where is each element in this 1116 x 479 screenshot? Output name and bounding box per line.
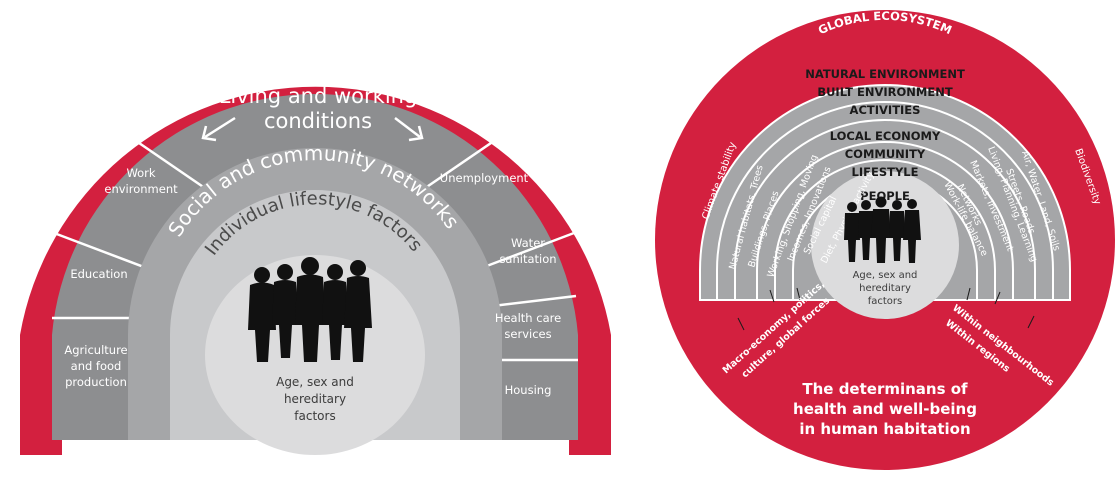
svg-text:The determinans of: The determinans of: [802, 380, 968, 398]
svg-text:factors: factors: [868, 296, 903, 307]
ring-label-natural: NATURAL ENVIRONMENT: [805, 67, 965, 81]
segment-work-environment-2: environment: [104, 182, 178, 196]
segment-health: Health care: [495, 311, 561, 325]
ring-label-people: PEOPLE: [860, 189, 910, 203]
right-center-text: Age, sex and hereditary factors: [853, 270, 918, 307]
svg-text:hereditary: hereditary: [284, 392, 346, 406]
svg-text:in human habitation: in human habitation: [799, 420, 970, 438]
segment-health-2: services: [504, 327, 551, 341]
segment-work-environment: Work: [126, 166, 155, 180]
svg-text:factors: factors: [294, 409, 335, 423]
right-interaction-arrows: [737, 287, 1035, 331]
svg-text:hereditary: hereditary: [859, 283, 911, 294]
left-center-text: Age, sex and hereditary factors: [276, 375, 354, 423]
segment-education: Education: [70, 267, 127, 281]
right-diagram: GLOBAL ECOSYSTEM NATURAL ENVIRONMENT BUI…: [655, 9, 1115, 470]
svg-text:Age, sex and: Age, sex and: [276, 375, 354, 389]
ring-label-economy: LOCAL ECONOMY: [830, 129, 941, 143]
segment-water-2: sanitation: [499, 252, 556, 266]
segment-agriculture-2: and food: [71, 359, 122, 373]
segment-water: Water: [511, 236, 545, 250]
left-people-icon: [248, 257, 372, 362]
left-diagram: General socio-economic, cultural and env…: [20, 84, 611, 455]
ring-label-community: COMMUNITY: [845, 147, 926, 161]
segment-unemployment: Unemployment: [440, 171, 529, 185]
segment-housing: Housing: [505, 383, 552, 397]
ring-label-activities: ACTIVITIES: [850, 103, 921, 117]
right-people-icon: [844, 196, 921, 263]
left-working-label-2: conditions: [264, 109, 372, 133]
left-working-label-1: Living and working: [219, 84, 418, 108]
svg-text:health and well-being: health and well-being: [793, 400, 977, 418]
left-arrows: [201, 116, 424, 142]
ring-label-built: BUILT ENVIRONMENT: [817, 85, 952, 99]
svg-text:Age, sex and: Age, sex and: [853, 270, 918, 281]
left-working-band: [52, 93, 578, 440]
ring-label-lifestyle: LIFESTYLE: [852, 165, 919, 179]
segment-agriculture: Agriculture: [64, 343, 127, 357]
segment-agriculture-3: production: [65, 375, 127, 389]
right-caption: The determinans of health and well-being…: [793, 380, 977, 438]
